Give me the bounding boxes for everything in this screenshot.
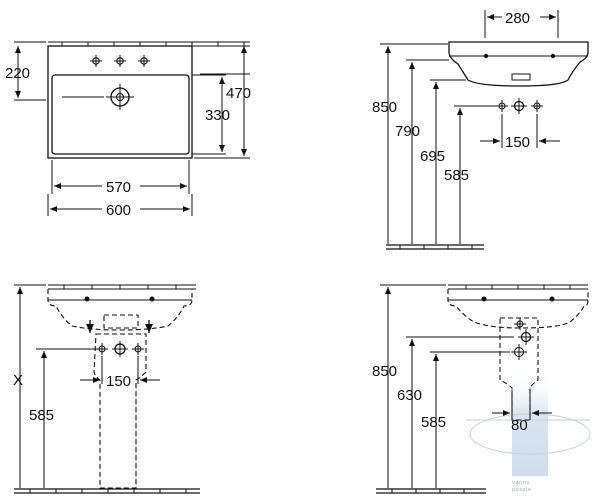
- connection-holes-icon: [511, 318, 534, 360]
- dim-585: 585: [444, 167, 469, 184]
- dim-280: 280: [505, 10, 530, 27]
- basin-bowl: [51, 74, 190, 155]
- dim-220: 220: [5, 65, 30, 82]
- dim-695: 695: [420, 148, 445, 165]
- front-elevation-pedestal: 150 X 585: [13, 284, 200, 494]
- side-elevation-pedestal: vannu pesele 850 630 585 80: [372, 284, 591, 494]
- dim-150-side: 150: [505, 134, 530, 151]
- pedestal-side-outline: [499, 317, 539, 421]
- tap-hole-icon: [90, 55, 150, 67]
- connection-holes-icon: [96, 341, 144, 357]
- dim-150-front: 150: [106, 373, 131, 390]
- dim-790: 790: [395, 123, 420, 140]
- pedestal-outline: [93, 333, 147, 489]
- dim-570: 570: [106, 179, 131, 196]
- connection-holes-icon: [496, 98, 543, 114]
- tap-hole-icon: [483, 53, 556, 59]
- dim-330: 330: [205, 107, 230, 124]
- dim-x: X: [13, 372, 23, 389]
- drain-icon: [62, 84, 134, 110]
- dim-600: 600: [106, 202, 131, 219]
- dim-585-ped: 585: [421, 414, 446, 431]
- watermark-line1: vannu: [512, 480, 530, 486]
- basin-outline: [47, 45, 193, 159]
- basin-front-outline: [47, 289, 193, 331]
- dim-470: 470: [226, 85, 251, 102]
- side-elevation: 280 850 790 695 585: [372, 8, 589, 250]
- dim-80: 80: [511, 417, 528, 434]
- dim-850: 850: [372, 99, 397, 116]
- dim-585-front: 585: [29, 407, 54, 424]
- plan-view: 220 470 330 570 600: [5, 41, 251, 219]
- dim-850-ped: 850: [372, 363, 397, 380]
- watermark-line2: pesele: [512, 487, 531, 493]
- dim-630: 630: [397, 387, 422, 404]
- basin-side-outline: [448, 41, 589, 87]
